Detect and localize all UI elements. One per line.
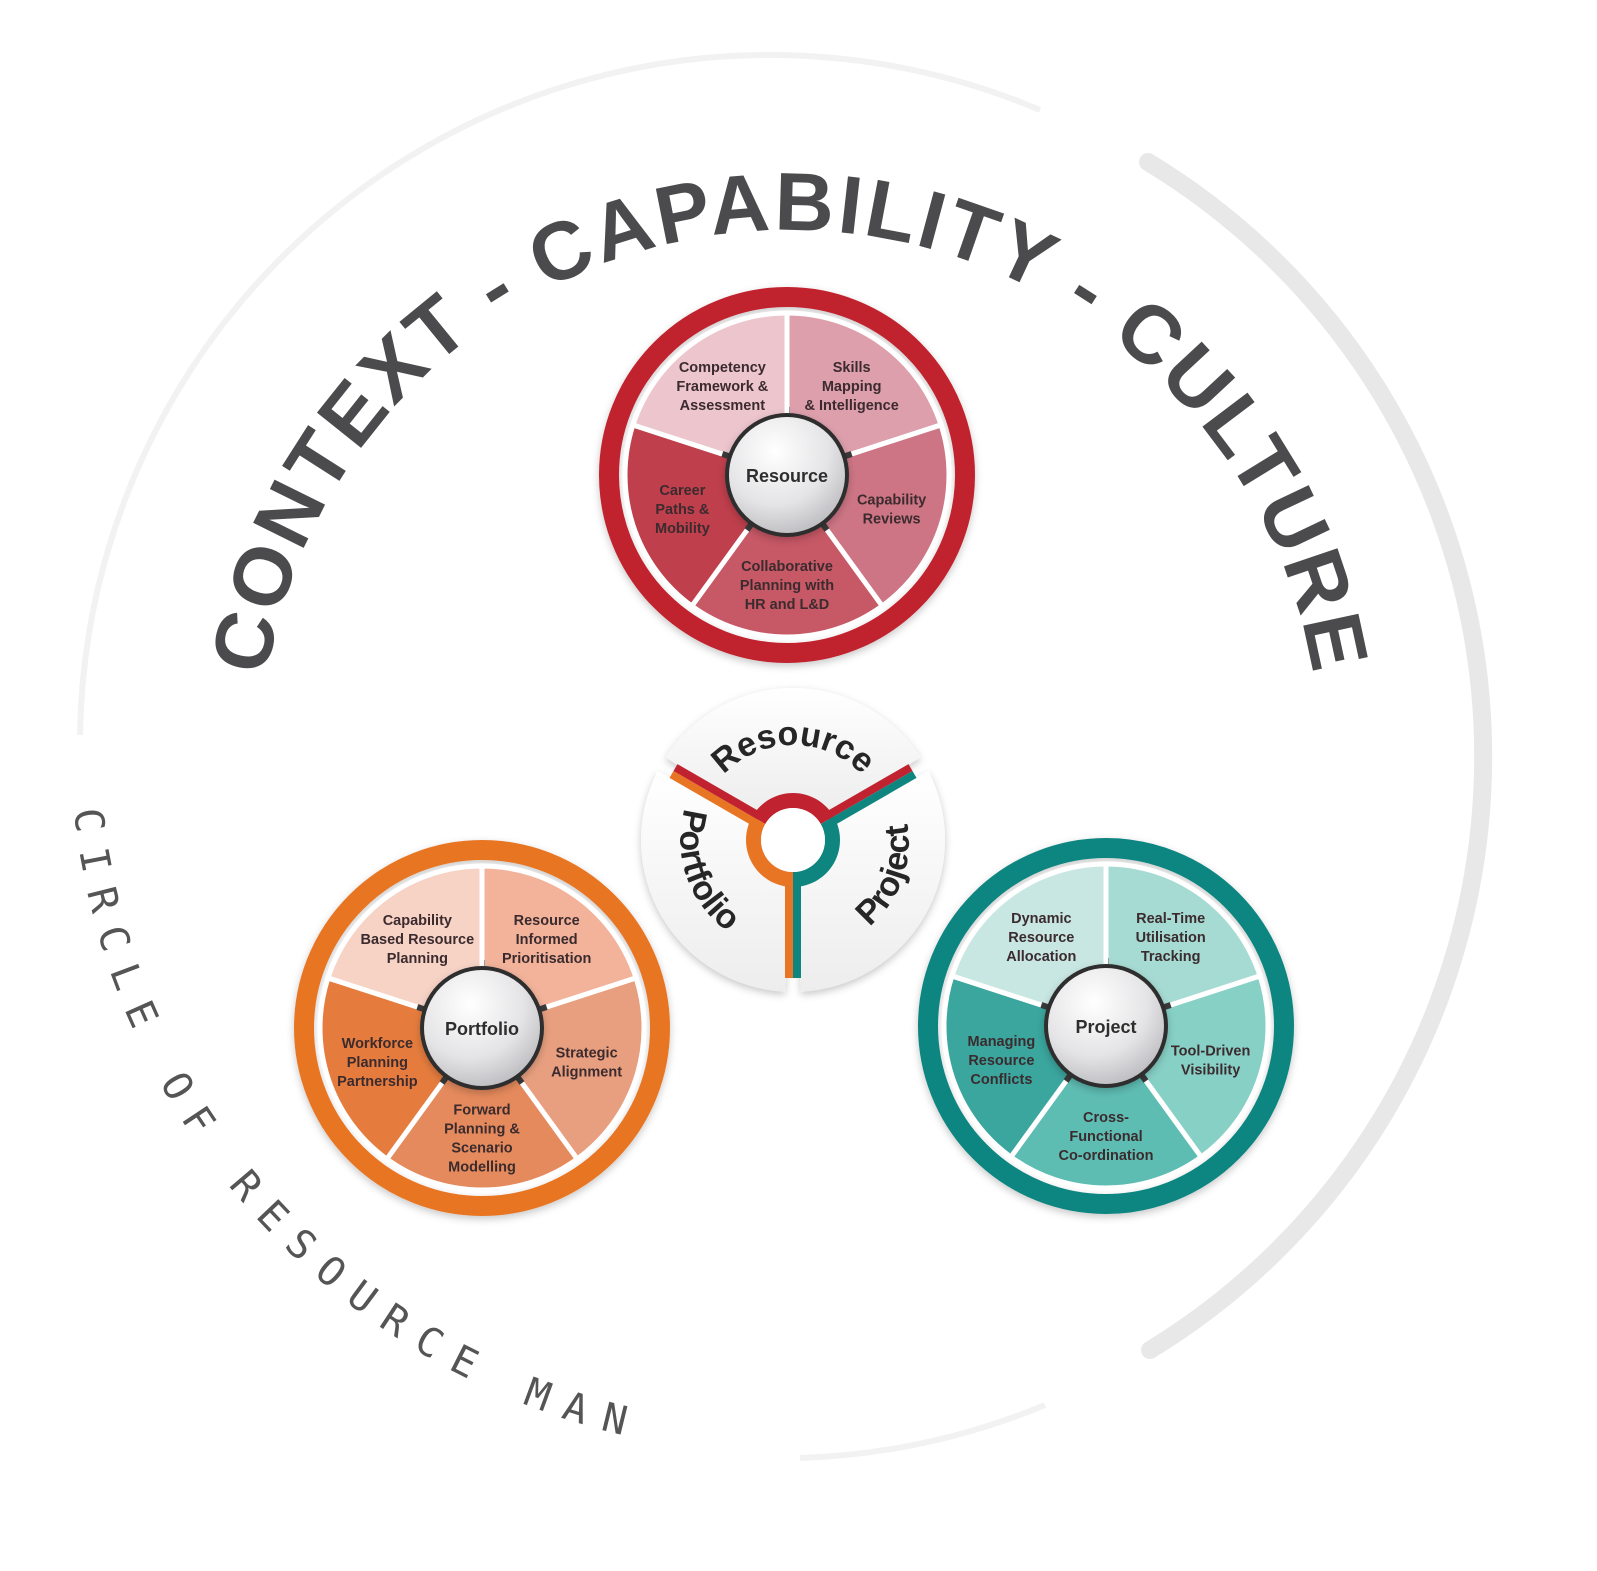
center-ring-arc (752, 792, 834, 824)
hub-label: Resource (746, 466, 828, 486)
center-sector-resource (665, 688, 921, 815)
center-arm (827, 771, 917, 827)
wheel-ring (294, 840, 670, 1216)
center-arm (823, 764, 913, 820)
hub-label: Project (1075, 1017, 1136, 1037)
center-ring-arc (793, 816, 840, 887)
hub-portfolio (420, 966, 544, 1090)
hub-label: Portfolio (445, 1019, 519, 1039)
center-arm (669, 771, 759, 827)
center-sector-project (795, 770, 945, 992)
center-ring-arc (746, 816, 793, 887)
center-arm (673, 764, 763, 820)
outer-thick-arc-right (1139, 153, 1493, 1359)
wheel-ring (599, 287, 975, 663)
hub-project (1044, 964, 1168, 1088)
center-core (761, 808, 825, 872)
hub-resource (725, 413, 849, 537)
outer-thin-arc-top (77, 51, 1042, 736)
center-sector-portfolio (641, 770, 791, 992)
wheel-ring (918, 838, 1294, 1214)
outer-thin-arc-bottom (799, 1402, 1047, 1461)
